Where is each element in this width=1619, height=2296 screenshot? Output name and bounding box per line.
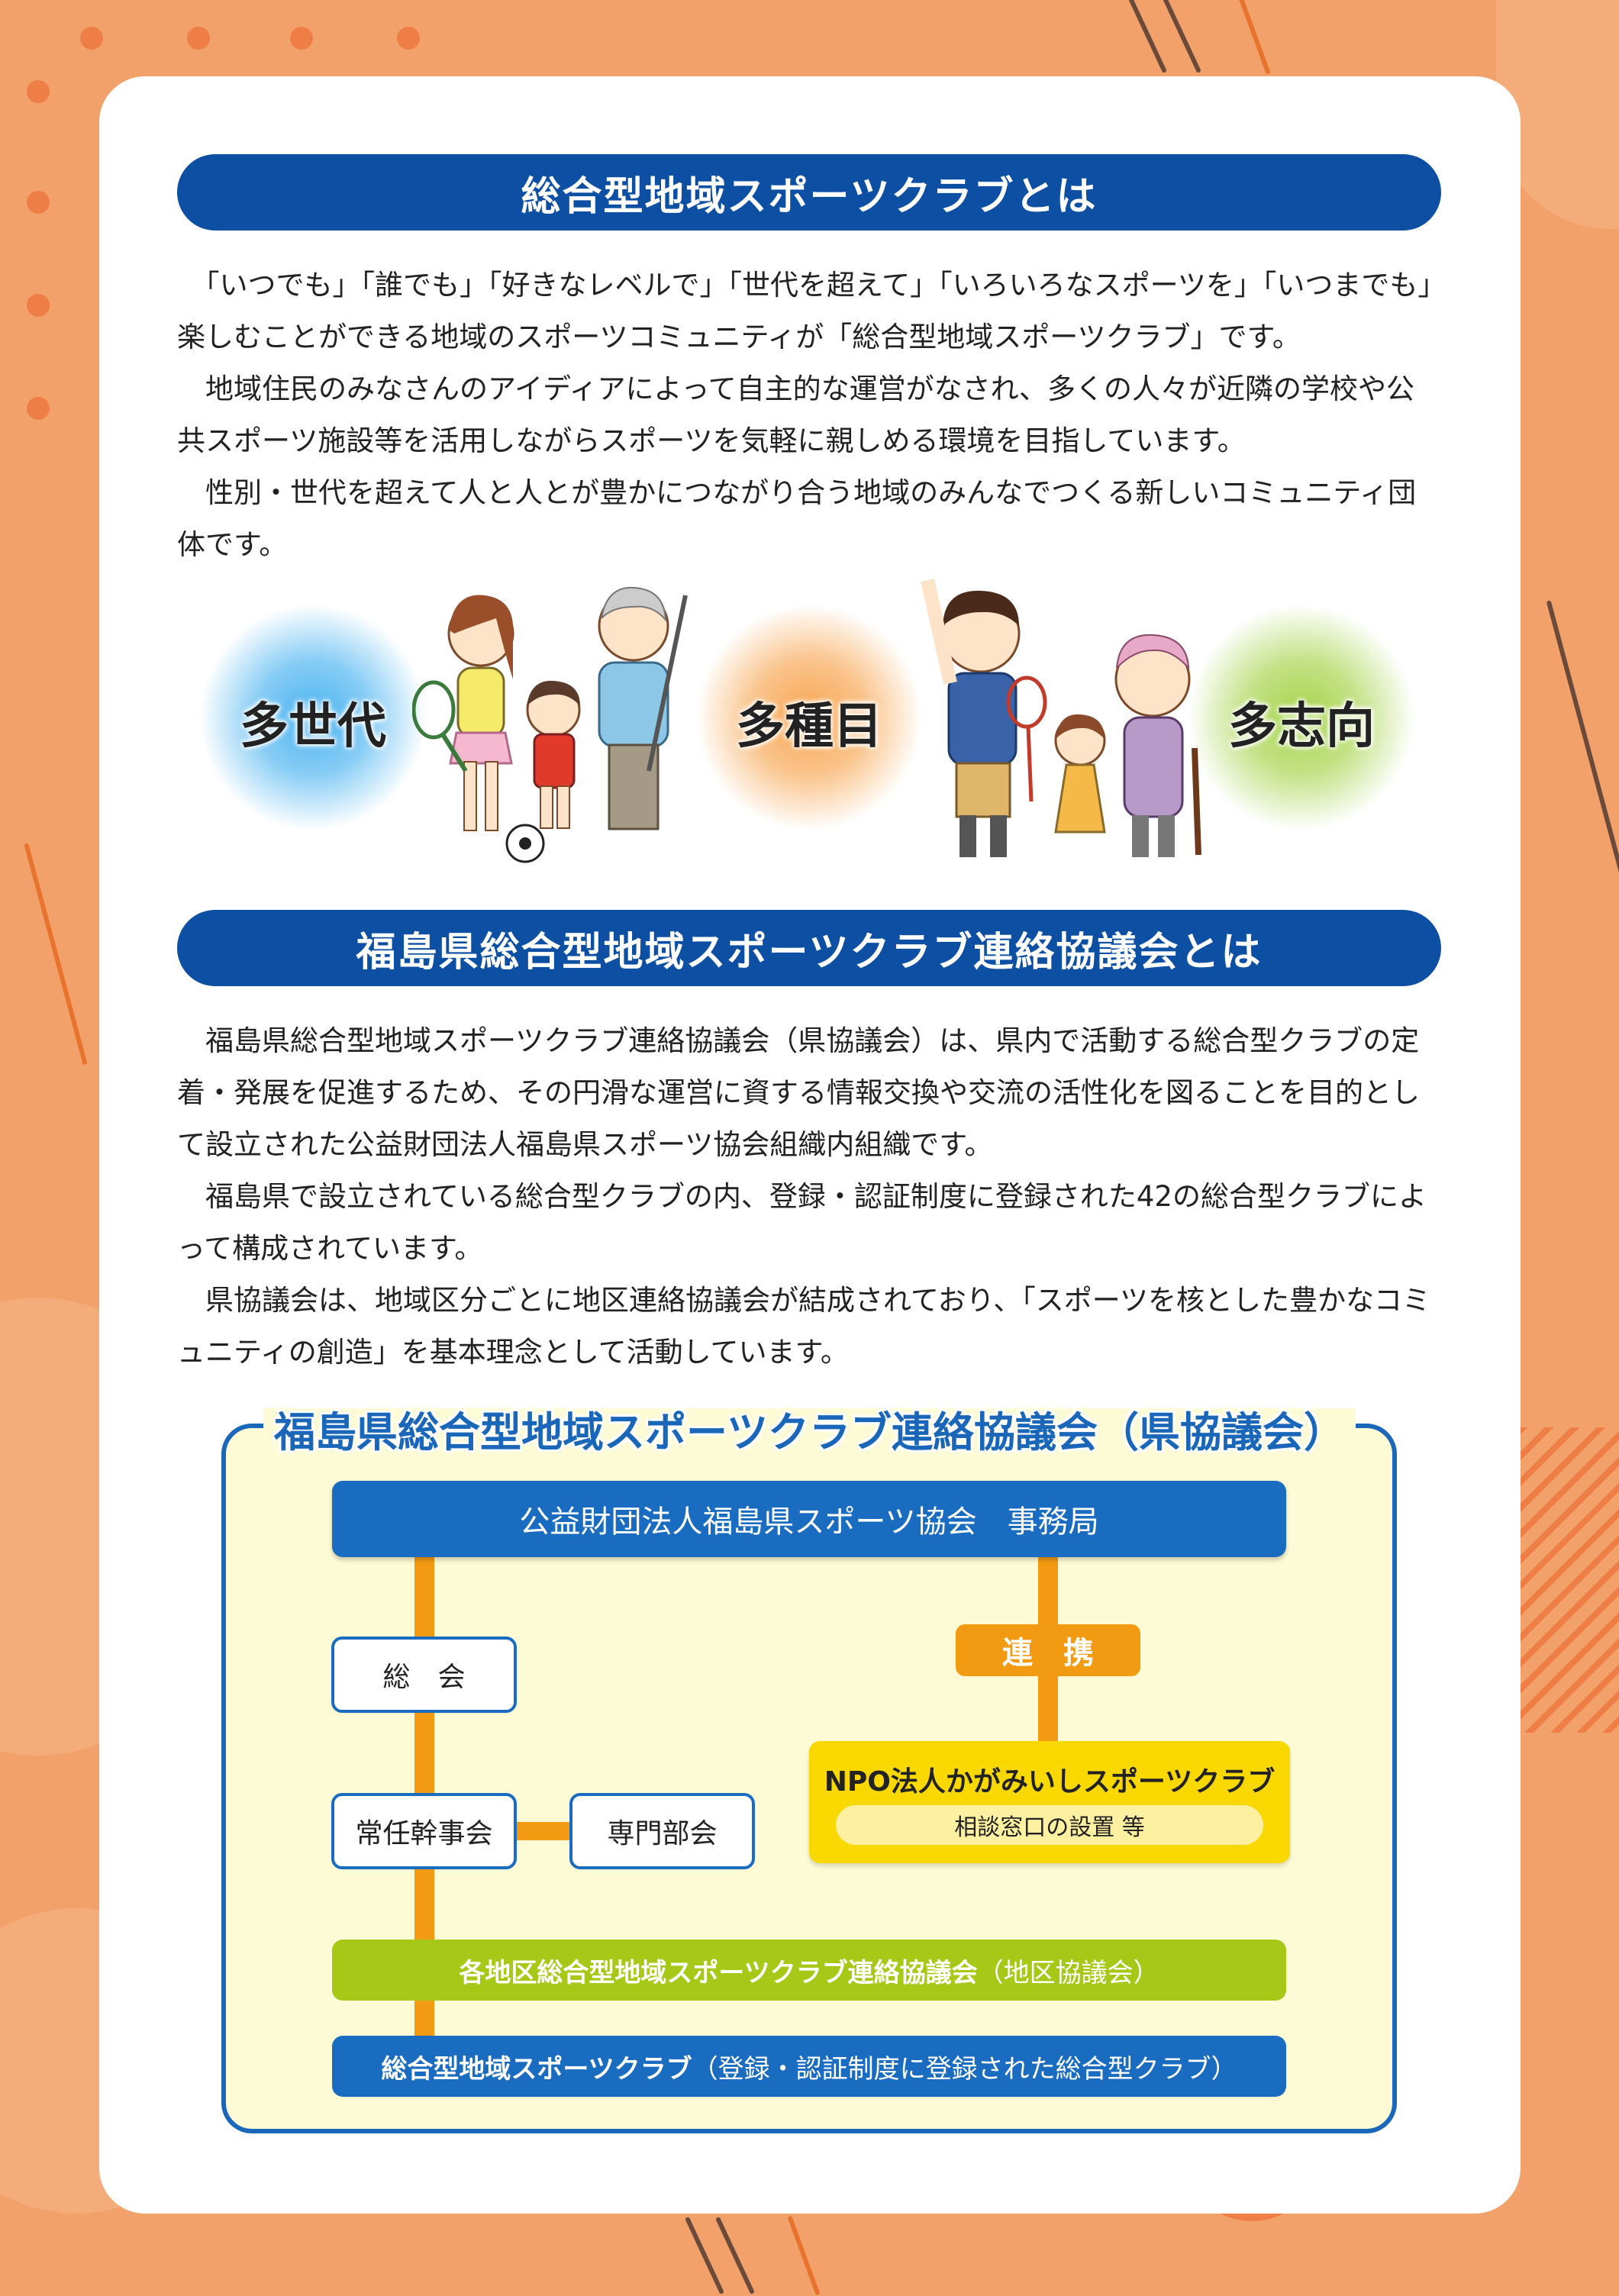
section1-paragraph: 性別・世代を超えて人と人とが豊かにつながり合う地域のみんなでつくる新しいコミュニ… [177,476,1417,561]
section2-paragraph: 福島県総合型地域スポーツクラブ連絡協議会（県協議会）は、県内で活動する総合型クラ… [177,1024,1420,1161]
feature-blob-multi-purpose [1187,603,1416,832]
section2-paragraph: 県協議会は、地域区分ごとに地区連絡協議会が結成されており、「スポーツを核とした豊… [177,1284,1431,1369]
section1-paragraph: 地域住民のみなさんのアイディアによって自主的な運営がなされ、多くの人々が近隣の学… [177,372,1414,457]
section2-heading: 福島県総合型地域スポーツクラブ連絡協議会とは [177,910,1441,986]
connector-line [511,1822,572,1840]
subcommittee-box: 専門部会 [569,1793,755,1869]
org-chart-title: 福島県総合型地域スポーツクラブ連絡協議会（県協議会） [0,1398,1619,1459]
clubs-box: 総合型地域スポーツクラブ（登録・認証制度に登録された総合型クラブ） [332,2036,1286,2097]
feature-label: 多世代 [240,698,386,755]
section1-paragraph: 「いつでも」「誰でも」「好きなレベルで」「世代を超えて」「いろいろなスポーツを」… [177,269,1432,353]
feature-label: 多志向 [1228,698,1375,755]
section2-body: 福島県総合型地域スポーツクラブ連絡協議会（県協議会）は、県内で活動する総合型クラ… [177,1015,1441,1379]
feature-blob-multi-sport [695,603,924,832]
general-meeting-box: 総 会 [331,1637,517,1713]
cooperation-badge: 連 携 [956,1624,1140,1676]
section1-body: 「いつでも」「誰でも」「好きなレベルで」「世代を超えて」「いろいろなスポーツを」… [177,260,1441,571]
standing-committee-box: 常任幹事会 [331,1793,517,1869]
family-illustration-left [412,586,688,863]
district-council-box: 各地区総合型地域スポーツクラブ連絡協議会（地区協議会） [332,1940,1286,2001]
npo-box: NPO法人かがみいしスポーツクラブ 相談窓口の設置 等 [809,1741,1290,1863]
npo-sub: 相談窓口の設置 等 [836,1805,1263,1845]
family-illustration-right [921,579,1201,857]
section1-heading: 総合型地域スポーツクラブとは [177,154,1441,231]
npo-name: NPO法人かがみいしスポーツクラブ [824,1766,1276,1798]
feature-label: 多種目 [736,698,882,755]
section2-paragraph: 福島県で設立されている総合型クラブの内、登録・認証制度に登録された42の総合型ク… [177,1180,1427,1265]
feature-blob-multi-generation [198,603,427,832]
secretariat-box: 公益財団法人福島県スポーツ協会 事務局 [332,1481,1286,1557]
